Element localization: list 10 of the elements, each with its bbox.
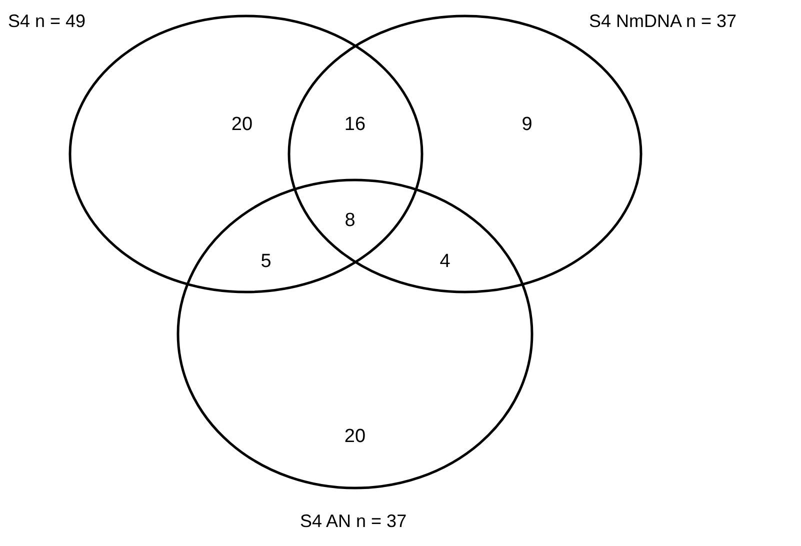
- set-label: S4 NmDNA n = 37: [589, 10, 737, 32]
- region-count: 5: [260, 251, 272, 273]
- region-count: 16: [344, 114, 366, 136]
- region-count: 4: [440, 251, 450, 273]
- region-count: 9: [522, 114, 532, 136]
- region-count: 20: [344, 426, 366, 448]
- region-count: 20: [231, 114, 253, 136]
- set-label: S4 AN n = 37: [300, 510, 407, 532]
- region-count: 8: [344, 210, 356, 232]
- set-label: S4 n = 49: [8, 10, 86, 32]
